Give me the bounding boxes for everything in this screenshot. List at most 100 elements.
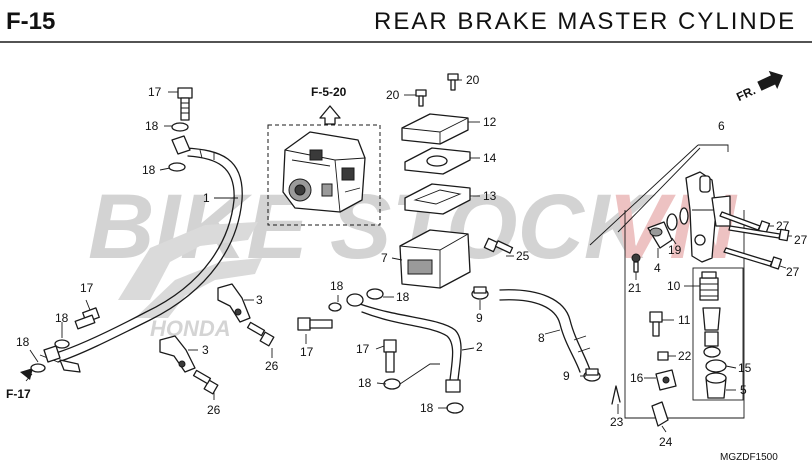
callout-27c: 27 bbox=[786, 265, 800, 279]
abs-modulator-frame bbox=[267, 124, 381, 226]
diaphragm-plate-14 bbox=[404, 147, 471, 175]
clamp-3a bbox=[217, 283, 251, 323]
diagram-code: MGZDF1500 bbox=[720, 452, 778, 463]
callout-17b: 17 bbox=[356, 342, 370, 356]
callout-14: 14 bbox=[483, 151, 497, 165]
callout-20a: 20 bbox=[386, 88, 400, 102]
callout-13: 13 bbox=[483, 189, 497, 203]
callout-12: 12 bbox=[483, 115, 497, 129]
hose-1-end-fitting bbox=[59, 359, 81, 373]
callout-22: 22 bbox=[678, 349, 692, 363]
screw-21 bbox=[631, 253, 641, 273]
watermark-logo-word: HONDA bbox=[150, 316, 231, 341]
piston-kit-frame bbox=[692, 267, 744, 401]
ref-left: F-17 bbox=[6, 387, 31, 401]
callout-27b: 27 bbox=[794, 233, 808, 247]
nut-22 bbox=[657, 351, 669, 361]
callouts: 17 18 18 1 20 20 12 14 13 25 7 18 18 9 8… bbox=[16, 73, 808, 449]
callout-25: 25 bbox=[516, 249, 530, 263]
washer-18c-left bbox=[54, 339, 70, 349]
washer-18d bbox=[366, 288, 384, 300]
callout-3a: 3 bbox=[256, 293, 263, 307]
callout-10: 10 bbox=[667, 279, 681, 293]
bolt-17c bbox=[297, 317, 333, 331]
spring-10 bbox=[699, 271, 719, 301]
hose-1-bottom-eye bbox=[43, 345, 61, 363]
bolt-26a bbox=[246, 321, 275, 347]
master-cylinder-6 bbox=[685, 171, 731, 263]
section-title: REAR BRAKE MASTER CYLINDE bbox=[374, 8, 796, 35]
hose-clip-9a bbox=[471, 286, 489, 300]
brake-hose-2 bbox=[359, 303, 462, 393]
cup-set bbox=[702, 307, 721, 358]
callout-20b: 20 bbox=[466, 73, 480, 87]
reservoir-hose-8 bbox=[499, 289, 591, 373]
washer-18f bbox=[383, 378, 401, 390]
callout-18a: 18 bbox=[145, 119, 159, 133]
front-label: FR. bbox=[734, 83, 757, 104]
hose-1-top-bolt bbox=[177, 87, 193, 121]
callout-17a: 17 bbox=[148, 85, 162, 99]
o-rings-19 bbox=[666, 207, 689, 231]
callout-17d: 17 bbox=[80, 281, 94, 295]
pin-23 bbox=[611, 385, 621, 405]
wing-logo bbox=[118, 222, 262, 318]
watermark-text-mid: STOCK bbox=[330, 176, 657, 278]
washer-18h bbox=[30, 363, 46, 373]
callout-19: 19 bbox=[668, 243, 682, 257]
hose-1-bottom-bolt bbox=[74, 307, 100, 330]
callout-6: 6 bbox=[718, 119, 725, 133]
guide-red-a bbox=[589, 144, 699, 246]
reservoir-joint-4 bbox=[647, 221, 673, 249]
callout-26b: 26 bbox=[207, 403, 221, 417]
callout-16: 16 bbox=[630, 371, 644, 385]
callout-18d: 18 bbox=[330, 279, 344, 293]
part-6-lead bbox=[698, 144, 729, 152]
callout-3b: 3 bbox=[202, 343, 209, 357]
seal-15 bbox=[705, 359, 727, 373]
callout-27a: 27 bbox=[776, 219, 790, 233]
hose-2-top-eye bbox=[346, 293, 364, 307]
joint-16 bbox=[655, 369, 677, 391]
front-arrow-icon bbox=[757, 70, 783, 91]
washer-18-small bbox=[328, 302, 342, 312]
leader-lines bbox=[29, 79, 792, 433]
callout-18b: 18 bbox=[142, 163, 156, 177]
brake-hose-1 bbox=[39, 147, 243, 363]
callout-18c: 18 bbox=[396, 290, 410, 304]
callout-1: 1 bbox=[203, 191, 210, 205]
callout-17c: 17 bbox=[300, 345, 314, 359]
section-code: F-15 bbox=[6, 8, 55, 35]
ref-top-arrow-icon bbox=[319, 105, 341, 125]
hose-clip-9b bbox=[583, 368, 601, 382]
screw-20a bbox=[415, 89, 427, 107]
boot-5 bbox=[705, 372, 727, 399]
bolt-27c bbox=[723, 247, 782, 270]
callout-5: 5 bbox=[740, 383, 747, 397]
bolt-17d bbox=[383, 339, 397, 373]
master-cylinder-bracket-lines bbox=[624, 210, 745, 419]
callout-21: 21 bbox=[628, 281, 642, 295]
washer-18g bbox=[446, 402, 464, 414]
abs-modulator bbox=[282, 131, 366, 213]
callout-18e: 18 bbox=[358, 376, 372, 390]
callout-7: 7 bbox=[381, 251, 388, 265]
watermark-text-left: BIKE bbox=[88, 176, 310, 278]
callout-24: 24 bbox=[659, 435, 673, 449]
clamp-3b bbox=[159, 335, 196, 373]
bolt-26b bbox=[192, 369, 219, 395]
diaphragm-13 bbox=[404, 183, 471, 215]
screw-20b bbox=[447, 73, 459, 91]
callout-23: 23 bbox=[610, 415, 624, 429]
callout-18g: 18 bbox=[55, 311, 69, 325]
callout-9a: 9 bbox=[476, 311, 483, 325]
piston-11 bbox=[649, 311, 663, 337]
callout-11: 11 bbox=[678, 313, 691, 327]
callout-15: 15 bbox=[738, 361, 752, 375]
bolt-25 bbox=[483, 237, 514, 254]
reservoir-cap-12 bbox=[401, 113, 469, 145]
callout-18h: 18 bbox=[16, 335, 30, 349]
front-indicator: FR. bbox=[734, 70, 783, 104]
callout-9b: 9 bbox=[563, 369, 570, 383]
